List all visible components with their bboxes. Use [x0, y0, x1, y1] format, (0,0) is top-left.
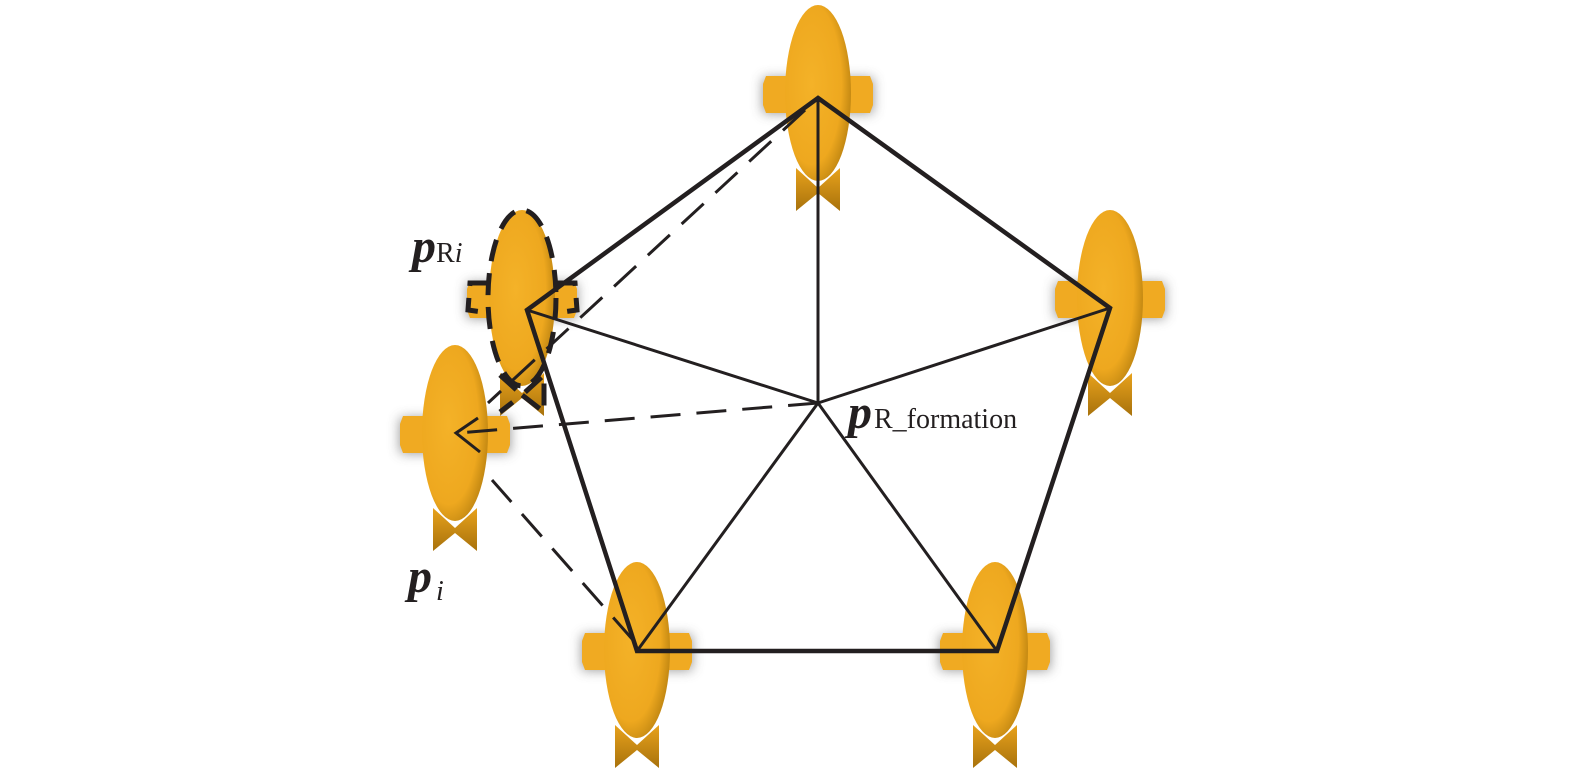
formation-pentagon: [524, 95, 1113, 654]
robot-bottom-left-icon: [582, 562, 692, 768]
robot-actual-icon: [400, 345, 510, 551]
label-p-ri: pRi: [408, 220, 462, 273]
arrowhead-icon: [453, 416, 481, 454]
label-p-formation: pR_formation: [844, 386, 1017, 439]
robot-reference-icon: [467, 210, 577, 416]
dashed-links: [457, 108, 819, 641]
spokes: [526, 98, 1111, 652]
